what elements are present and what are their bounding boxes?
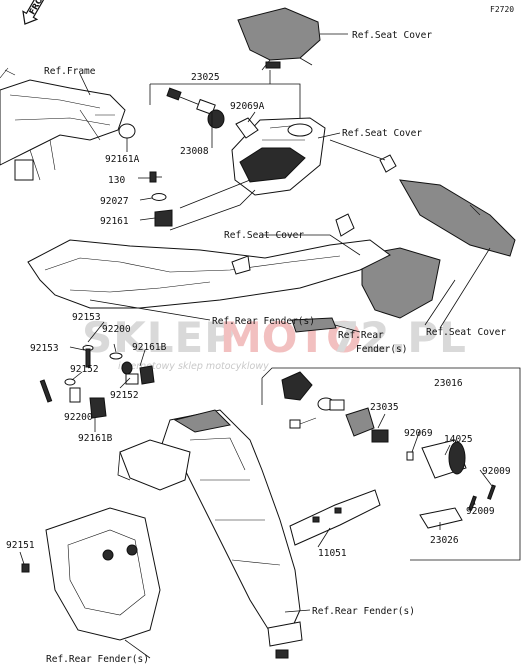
part-23025: 23025	[191, 72, 220, 83]
watermark-main-b: MOTO	[220, 313, 362, 362]
ref-seat-cover-right: Ref.Seat Cover	[426, 327, 506, 338]
front-arrow-icon: FRONT	[22, 0, 51, 25]
ref-rear-fender-3: Ref.Rear Fender(s)	[312, 606, 415, 617]
part-92200-b: 92200	[64, 412, 93, 423]
left-hardware-drawing	[118, 123, 173, 227]
ref-rear-fender-4: Ref.Rear Fender(s)	[46, 654, 149, 665]
part-92069: 92069	[404, 428, 433, 439]
labels: Ref.Seat Cover Ref.Frame 23025 92069A 23…	[6, 30, 511, 665]
watermark-subtitle: internetowy sklep motocyklowy	[118, 361, 269, 372]
rear-fender-cover-drawing	[21, 507, 161, 641]
watermark: SKLEP MOTO 72.PL internetowy sklep motoc…	[82, 313, 467, 372]
socket-parts-drawing	[166, 87, 259, 139]
part-23026: 23026	[430, 535, 459, 546]
part-23016: 23016	[434, 378, 463, 389]
part-92161B-b: 92161B	[78, 433, 113, 444]
part-92009-b: 92009	[466, 506, 495, 517]
part-92153-b: 92153	[30, 343, 59, 354]
taillight-assembly-drawing	[281, 371, 496, 529]
ref-seat-cover-lower: Ref.Seat Cover	[224, 230, 304, 241]
part-92161A: 92161A	[105, 154, 140, 165]
mid-hardware-drawing	[39, 345, 155, 419]
taillight-housing-drawing	[231, 117, 326, 196]
ref-rear-fender-1: Ref.Rear Fender(s)	[212, 316, 315, 327]
part-23035: 23035	[370, 402, 399, 413]
watermark-main-a: SKLEP	[82, 313, 236, 362]
part-92151: 92151	[6, 540, 35, 551]
part-92069A: 92069A	[230, 101, 265, 112]
ref-seat-cover-top: Ref.Seat Cover	[352, 30, 432, 41]
ref-seat-cover-mid: Ref.Seat Cover	[342, 128, 422, 139]
part-130: 130	[108, 175, 125, 186]
seat-cover-right-drawing	[335, 154, 516, 319]
part-92009-a: 92009	[482, 466, 511, 477]
seat-cover-top-drawing	[237, 7, 321, 71]
part-92027: 92027	[100, 196, 129, 207]
ref-frame: Ref.Frame	[44, 66, 96, 77]
part-92161: 92161	[100, 216, 129, 227]
frame-drawing	[0, 67, 126, 181]
ref-rear-fender-2-line1: Ref.Rear	[338, 330, 384, 341]
taillight-assembly-box	[261, 367, 521, 561]
part-11051: 11051	[318, 548, 347, 559]
part-92153-a: 92153	[72, 312, 101, 323]
leader-lines	[19, 33, 493, 659]
part-92152-b: 92152	[110, 390, 139, 401]
front-label: FRONT	[27, 0, 50, 16]
ref-rear-fender-2-line2: Fender(s)	[356, 344, 407, 355]
rear-fender-body-drawing	[27, 239, 391, 333]
part-92152-a: 92152	[70, 364, 99, 375]
part-92161B-a: 92161B	[132, 342, 167, 353]
part-23008: 23008	[180, 146, 209, 157]
license-bracket-drawing	[117, 409, 303, 659]
part-92200-a: 92200	[102, 324, 131, 335]
part-14025: 14025	[444, 434, 473, 445]
watermark-main-c: 72.PL	[330, 313, 467, 362]
license-light-drawing	[289, 489, 381, 546]
diagram-code: F2720	[490, 5, 514, 14]
